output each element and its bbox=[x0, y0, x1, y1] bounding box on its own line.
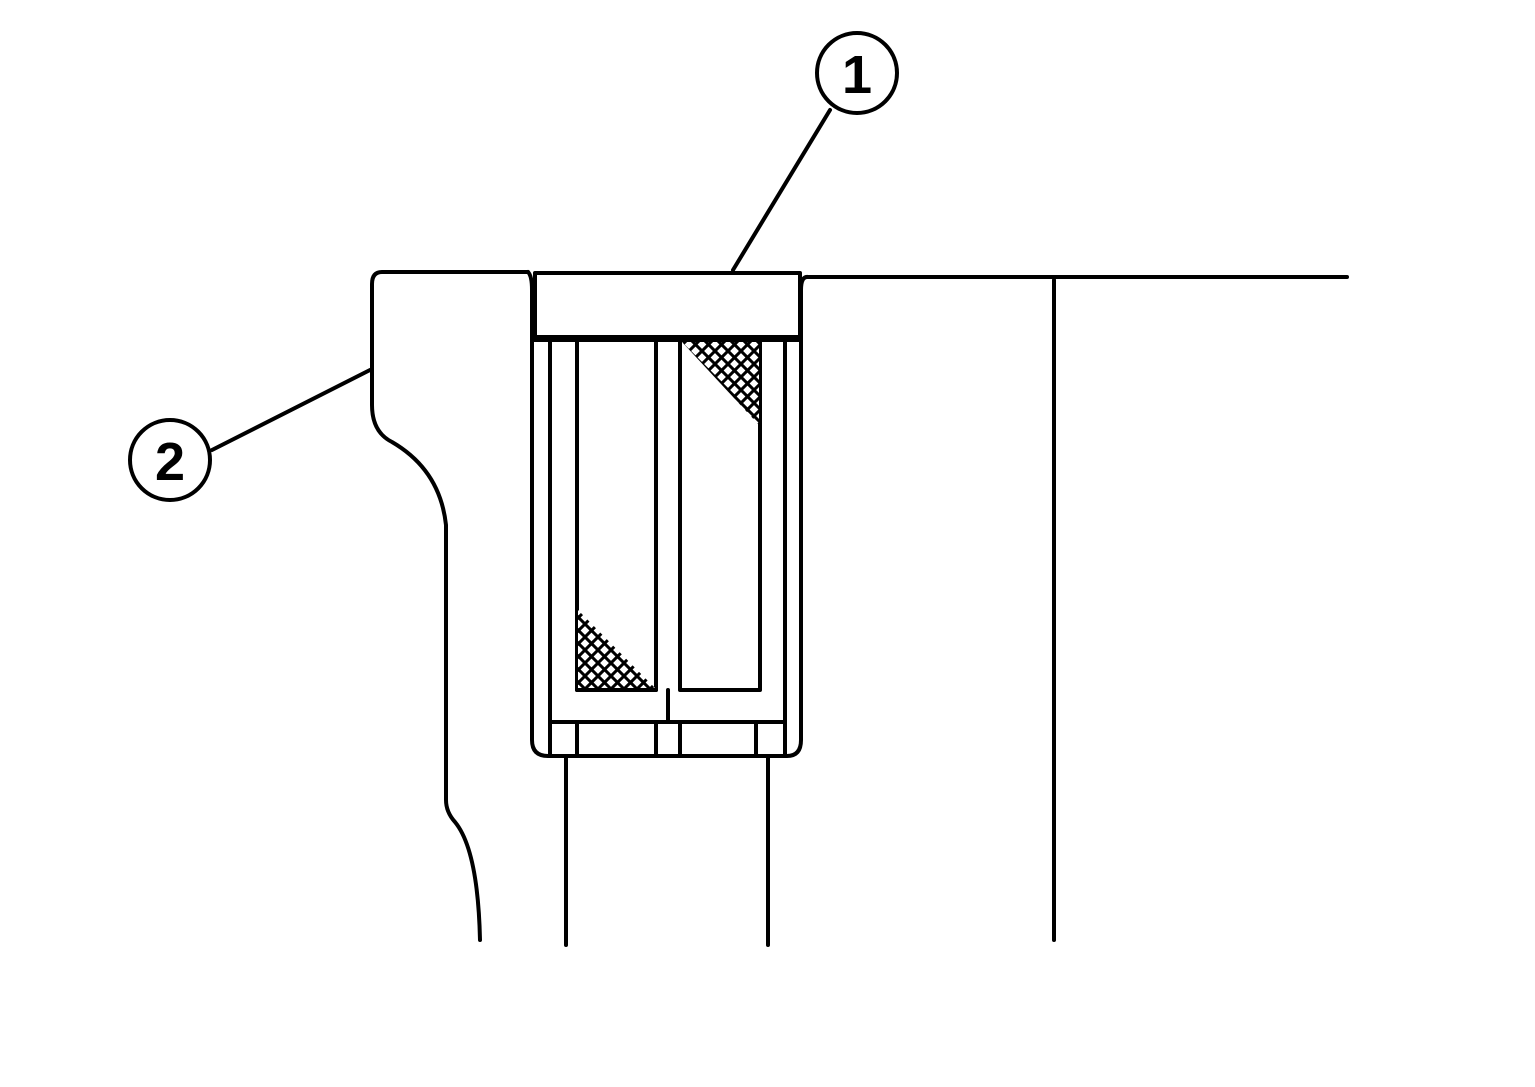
housing-body bbox=[370, 270, 530, 942]
callout-2: 2 bbox=[128, 368, 372, 502]
callout-circle-1 bbox=[815, 31, 899, 115]
shaft-lines bbox=[564, 754, 770, 947]
callout-label-1: 1 bbox=[842, 45, 872, 105]
hatch-lower-left bbox=[578, 610, 655, 688]
callout-circle-2 bbox=[128, 418, 212, 502]
right-surface bbox=[806, 275, 1349, 942]
leader-line-2 bbox=[210, 368, 372, 452]
hatch-upper-right bbox=[682, 342, 759, 425]
callout-label-2: 2 bbox=[155, 432, 185, 492]
leader-line-1 bbox=[731, 108, 832, 272]
callout-1: 1 bbox=[731, 31, 899, 272]
seal-component bbox=[526, 270, 810, 758]
